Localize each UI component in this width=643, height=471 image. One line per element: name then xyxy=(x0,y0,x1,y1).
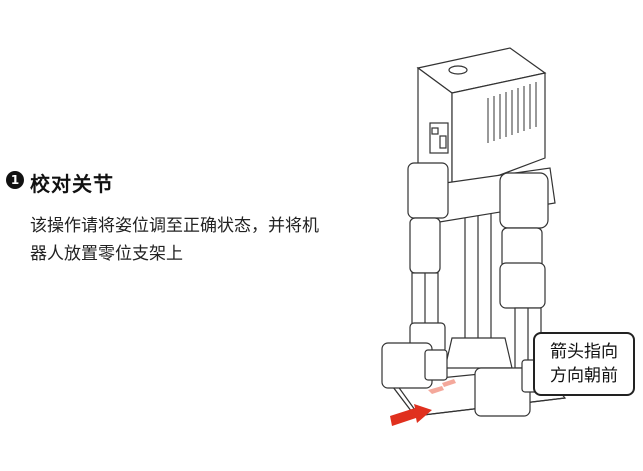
callout-line-1: 箭头指向 xyxy=(550,342,618,362)
step-description: 该操作请将姿位调至正确状态，并将机 器人放置零位支架上 xyxy=(30,212,370,268)
battery-box-side xyxy=(451,72,546,194)
description-line-1: 该操作请将姿位调至正确状态，并将机 xyxy=(30,216,319,236)
step-title: 校对关节 xyxy=(30,172,114,196)
left-hip-motor xyxy=(407,162,449,219)
direction-callout: 箭头指向 方向朝前 xyxy=(533,332,635,396)
step-number-badge: 1 xyxy=(6,171,24,189)
forward-arrow-icon xyxy=(390,379,456,426)
right-hip-motor xyxy=(499,172,549,229)
left-thigh xyxy=(409,217,441,274)
robot-on-zero-stand-illustration xyxy=(381,47,567,426)
right-knee-motor xyxy=(499,262,546,309)
right-thigh xyxy=(501,227,543,269)
description-line-2: 器人放置零位支架上 xyxy=(30,244,183,264)
callout-line-2: 方向朝前 xyxy=(550,366,618,386)
